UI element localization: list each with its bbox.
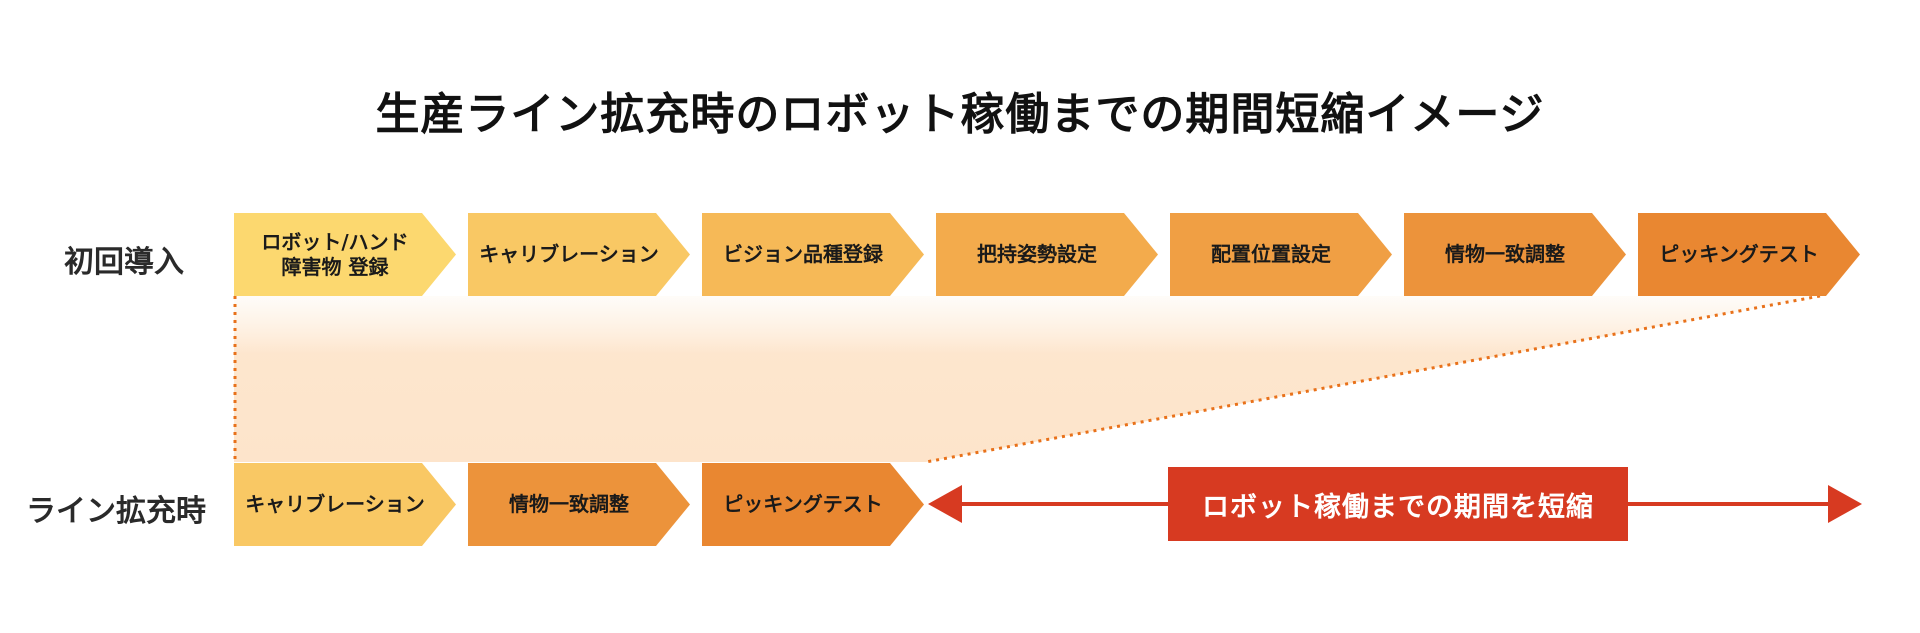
process-step-initial-1: ロボット/ハンド 障害物 登録 — [234, 213, 456, 296]
time-reduction-band — [234, 296, 1822, 462]
process-step-expansion-1: キャリブレーション — [234, 463, 456, 546]
chevron-shape — [234, 213, 456, 296]
process-step-expansion-2: 情物一致調整 — [468, 463, 690, 546]
reduction-arrow-left-head — [928, 485, 962, 523]
process-step-label: キャリブレーション — [479, 242, 659, 266]
chevron-shape — [468, 213, 690, 296]
reduction-banner: ロボット稼働までの期間を短縮 — [1168, 467, 1628, 541]
chevron-shape — [1638, 213, 1860, 296]
reduction-arrow-right-head — [1828, 485, 1862, 523]
process-step-label: ロボット/ハンド 障害物 登録 — [261, 229, 409, 279]
process-step-expansion-3: ピッキングテスト — [702, 463, 924, 546]
process-step-label: 情物一致調整 — [1445, 242, 1565, 266]
process-step-initial-7: ピッキングテスト — [1638, 213, 1860, 296]
process-step-initial-3: ビジョン品種登録 — [702, 213, 924, 296]
reduction-label: ロボット稼働までの期間を短縮 — [1202, 491, 1594, 523]
chevron-shape — [468, 463, 690, 546]
chevron-shape — [702, 213, 924, 296]
chevron-shape — [936, 213, 1158, 296]
process-step-label: ビジョン品種登録 — [723, 242, 883, 266]
row-label-expansion: ライン拡充時 — [26, 494, 206, 529]
process-step-initial-5: 配置位置設定 — [1170, 213, 1392, 296]
process-step-label: キャリブレーション — [245, 492, 425, 516]
diagram-title: 生産ライン拡充時のロボット稼働までの期間短縮イメージ — [375, 89, 1545, 140]
chevron-shape — [702, 463, 924, 546]
process-step-initial-2: キャリブレーション — [468, 213, 690, 296]
chevron-shape — [1170, 213, 1392, 296]
process-step-label: ピッキングテスト — [1659, 242, 1819, 266]
process-step-label: ピッキングテスト — [723, 492, 883, 516]
process-step-label: 把持姿勢設定 — [977, 242, 1097, 266]
process-step-label: 情物一致調整 — [509, 492, 629, 516]
row-label-initial: 初回導入 — [64, 245, 184, 280]
process-step-initial-4: 把持姿勢設定 — [936, 213, 1158, 296]
process-step-initial-6: 情物一致調整 — [1404, 213, 1626, 296]
chevron-shape — [1404, 213, 1626, 296]
process-step-label: 配置位置設定 — [1211, 242, 1331, 266]
chevron-shape — [234, 463, 456, 546]
